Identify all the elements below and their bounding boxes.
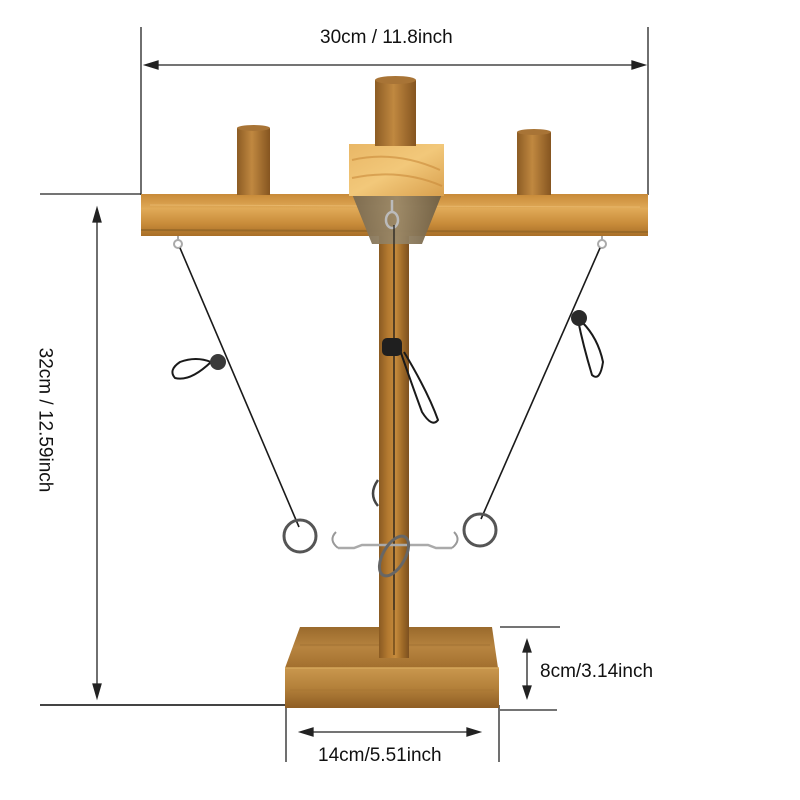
base-height-dimension-line	[500, 626, 560, 711]
right-peg	[517, 129, 551, 195]
cords	[171, 225, 605, 610]
right-eye-hook	[597, 236, 607, 249]
left-eye-hook	[173, 236, 183, 249]
center-peg	[375, 76, 416, 146]
left-peg	[237, 125, 270, 195]
base-width-dimension-line	[285, 705, 500, 762]
base-height-label: 8cm/3.14inch	[540, 661, 654, 682]
height-dimension-line	[40, 193, 285, 706]
center-ring	[377, 534, 411, 578]
left-ring	[282, 518, 318, 554]
right-ring	[462, 512, 498, 548]
center-stopper	[382, 338, 402, 356]
overall-width-label: 30cm / 11.8inch	[320, 27, 453, 48]
metal-hook-bar	[338, 543, 452, 550]
width-dimension-line	[140, 27, 649, 195]
base-width-label: 14cm/5.51inch	[318, 745, 442, 766]
center-block	[349, 144, 444, 196]
right-stopper	[571, 310, 587, 326]
center-eye-hook	[384, 200, 400, 230]
left-stopper	[210, 354, 226, 370]
overall-height-label: 32cm / 12.59inch	[34, 347, 56, 493]
